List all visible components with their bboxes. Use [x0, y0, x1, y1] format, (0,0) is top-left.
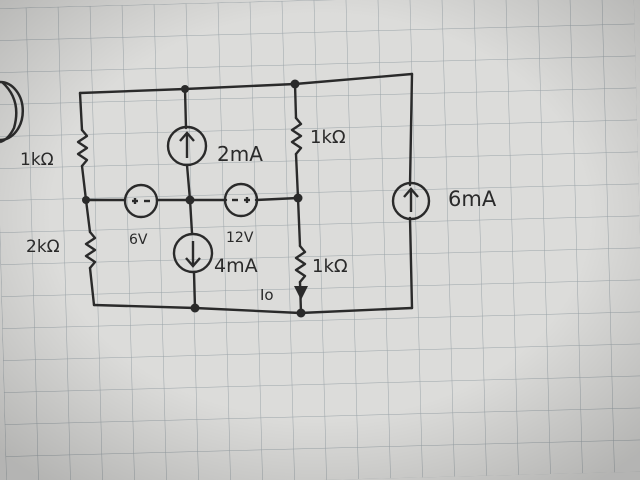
voltage-source-12v: [223, 182, 259, 218]
resistor-top-right: [290, 116, 303, 156]
wire-right-branch-upper: [293, 82, 298, 120]
minus-plus-icon: [232, 197, 250, 203]
label-src-4ma: 4mA: [214, 255, 258, 277]
junction-dot: [82, 196, 90, 204]
junction-dot: [190, 303, 200, 313]
wire-left-lower: [88, 266, 96, 307]
junction-dot: [296, 308, 306, 318]
label-src-12v: 12V: [226, 230, 254, 246]
arrow-down-icon: [185, 241, 201, 268]
wire-middle-right: [254, 196, 300, 202]
current-source-2ma: [166, 125, 208, 167]
label-src-6ma: 6mA: [448, 187, 497, 211]
wire-right-upper: [408, 72, 414, 187]
label-current-io: Io: [260, 286, 274, 304]
resistor-bottom-left: [84, 230, 97, 270]
junction-dot: [181, 85, 189, 93]
label-r-top-left: 1kΩ: [20, 150, 54, 170]
wire-top: [78, 72, 414, 95]
current-source-6ma: [391, 181, 431, 221]
edge-circle-fragment: [0, 80, 24, 142]
wire-left-upper: [78, 91, 84, 132]
arrow-up-icon: [403, 187, 419, 212]
arrow-up-icon: [179, 131, 195, 158]
label-src-2ma: 2mA: [217, 142, 263, 166]
voltage-source-6v: [123, 183, 159, 219]
current-io-arrow: [294, 286, 308, 300]
wire-right-lower: [408, 216, 414, 310]
junction-dot: [185, 195, 195, 205]
current-source-4ma: [172, 232, 214, 274]
label-r-top-right: 1kΩ: [310, 127, 346, 148]
plus-minus-icon: [132, 198, 150, 204]
resistor-bottom-right: [294, 244, 307, 284]
label-r-bottom-right: 1kΩ: [312, 256, 348, 277]
label-src-6v: 6V: [129, 232, 148, 248]
label-r-bottom-left: 2kΩ: [26, 237, 60, 257]
wire-bottom: [92, 303, 414, 315]
wire-center-lower: [192, 270, 197, 310]
resistor-top-left: [76, 128, 89, 168]
edge-circle-fragment-2: [0, 81, 18, 144]
junction-dot: [290, 79, 300, 89]
junction-dot: [293, 193, 303, 203]
wire-center-upper: [183, 87, 188, 130]
